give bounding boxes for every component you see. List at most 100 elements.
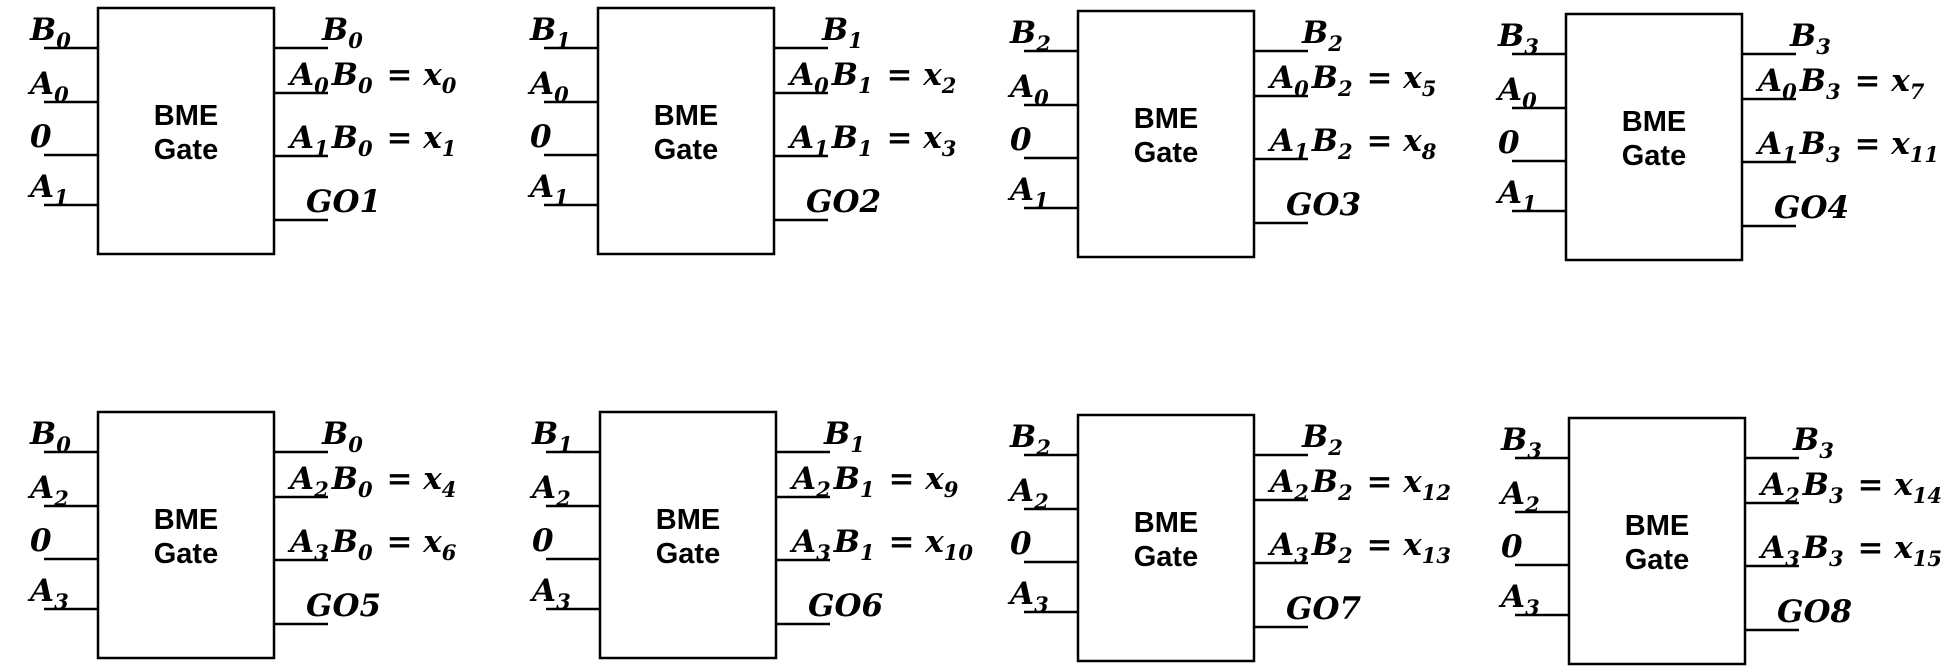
- input-label-spacer: [1049, 69, 1052, 105]
- input-label-symbol: 0: [30, 523, 52, 559]
- output-label-subscript: 0: [358, 477, 373, 502]
- input-label: 0: [1498, 125, 1520, 161]
- input-label-spacer: [71, 12, 74, 48]
- input-label: A3: [1007, 576, 1052, 617]
- output-label-equals: =: [376, 461, 424, 497]
- output-label-symbol: B: [1802, 467, 1829, 503]
- input-label: 0: [30, 523, 52, 559]
- input-label: B0: [29, 416, 74, 457]
- output-label-spacer: [1451, 527, 1454, 563]
- output-label: A3 B1 = x10: [789, 524, 976, 565]
- output-label-subscript: 11: [1910, 142, 1939, 167]
- output-label-symbol: x: [422, 461, 442, 497]
- input-label-symbol: B: [1009, 419, 1036, 455]
- input-label-subscript: 2: [1524, 492, 1540, 517]
- input-label-subscript: 0: [1034, 85, 1049, 110]
- output-label-symbol: B: [821, 12, 848, 48]
- input-label-spacer: [571, 573, 574, 609]
- input-label-subscript: 0: [56, 432, 71, 457]
- output-label-symbol: B: [1799, 63, 1826, 99]
- input-label-subscript: 1: [554, 185, 569, 210]
- input-label-spacer: [69, 573, 72, 609]
- output-label: GO1: [306, 184, 381, 220]
- output-label-symbol: B: [1802, 530, 1829, 566]
- gate-caption: BME: [1134, 507, 1198, 539]
- input-label-symbol: A: [1498, 476, 1525, 512]
- output-label-spacer: [456, 524, 459, 560]
- output-label: GO4: [1774, 190, 1849, 226]
- input-label: A0: [1007, 69, 1052, 110]
- input-label: A1: [27, 169, 72, 210]
- output-label: A2 B2 = x12: [1267, 464, 1454, 505]
- output-label-spacer: [1834, 422, 1837, 458]
- output-label-symbol: B: [1789, 18, 1816, 54]
- output-label-symbol: A: [789, 461, 816, 497]
- input-label-spacer: [1051, 15, 1054, 51]
- input-label-subscript: 3: [556, 589, 571, 614]
- output-label-subscript: 1: [1782, 142, 1797, 167]
- output-label-symbol: A: [1267, 527, 1294, 563]
- output-label: B0: [321, 416, 366, 457]
- output-label-symbol: x: [1402, 60, 1422, 96]
- input-label-subscript: 2: [1035, 435, 1051, 460]
- input-label-spacer: [69, 169, 72, 205]
- gate-caption: Gate: [1625, 544, 1689, 576]
- output-label: A0 B1 = x2: [787, 57, 959, 98]
- output-label-equals: =: [376, 120, 424, 156]
- output-label-spacer: [1939, 126, 1942, 162]
- input-label: 0: [30, 119, 52, 155]
- output-label: A1 B2 = x8: [1267, 123, 1439, 164]
- output-label-subscript: 3: [1785, 546, 1800, 571]
- output-label-subscript: 10: [944, 540, 974, 565]
- input-label: B2: [1009, 419, 1054, 460]
- output-label-symbol: GO2: [806, 184, 881, 220]
- input-label: B0: [29, 12, 74, 53]
- output-label-symbol: A: [787, 57, 814, 93]
- output-label-symbol: A: [1758, 467, 1785, 503]
- output-label-symbol: x: [1893, 530, 1913, 566]
- output-label-subscript: 3: [1826, 142, 1841, 167]
- output-label-equals: =: [878, 461, 926, 497]
- output-label-symbol: A: [1755, 126, 1782, 162]
- input-label-subscript: 2: [555, 486, 571, 511]
- input-label-subscript: 2: [1033, 489, 1049, 514]
- output-label-spacer: [973, 524, 976, 560]
- output-label-spacer: [863, 12, 866, 48]
- gate-caption: BME: [1625, 510, 1689, 542]
- output-label-subscript: 3: [1816, 34, 1831, 59]
- output-label-equals: =: [1356, 527, 1404, 563]
- output-label-subscript: 1: [1294, 139, 1309, 164]
- input-label-subscript: 1: [1522, 191, 1537, 216]
- output-label-symbol: B: [831, 57, 858, 93]
- output-label: A0 B2 = x5: [1267, 60, 1439, 101]
- input-label-spacer: [1537, 175, 1540, 211]
- output-label-spacer: [1343, 419, 1346, 455]
- output-label-subscript: 3: [942, 136, 957, 161]
- output-label: B3: [1789, 18, 1834, 59]
- input-label-spacer: [573, 416, 576, 452]
- output-label-symbol: GO4: [1774, 190, 1849, 226]
- output-label-subscript: 1: [860, 540, 875, 565]
- output-label-spacer: [456, 57, 459, 93]
- output-label: GO5: [306, 588, 381, 624]
- input-label: A1: [1007, 172, 1052, 213]
- input-label-spacer: [1051, 419, 1054, 455]
- output-label-subscript: 3: [314, 540, 329, 565]
- output-label-subscript: 4: [442, 477, 457, 502]
- input-label-symbol: A: [527, 66, 554, 102]
- output-label-symbol: x: [422, 57, 442, 93]
- input-label-symbol: 0: [530, 119, 552, 155]
- output-label-symbol: B: [1311, 60, 1338, 96]
- output-label-subscript: 1: [442, 136, 457, 161]
- output-label-subscript: 8: [1421, 139, 1437, 164]
- output-label: A2 B3 = x14: [1758, 467, 1945, 508]
- output-label-symbol: B: [331, 120, 358, 156]
- input-label-spacer: [1049, 473, 1052, 509]
- output-label-subscript: 1: [314, 136, 329, 161]
- output-label-subscript: 2: [1337, 139, 1353, 164]
- output-label-subscript: 1: [858, 136, 873, 161]
- output-label: B1: [823, 416, 868, 457]
- input-label: A3: [529, 573, 574, 614]
